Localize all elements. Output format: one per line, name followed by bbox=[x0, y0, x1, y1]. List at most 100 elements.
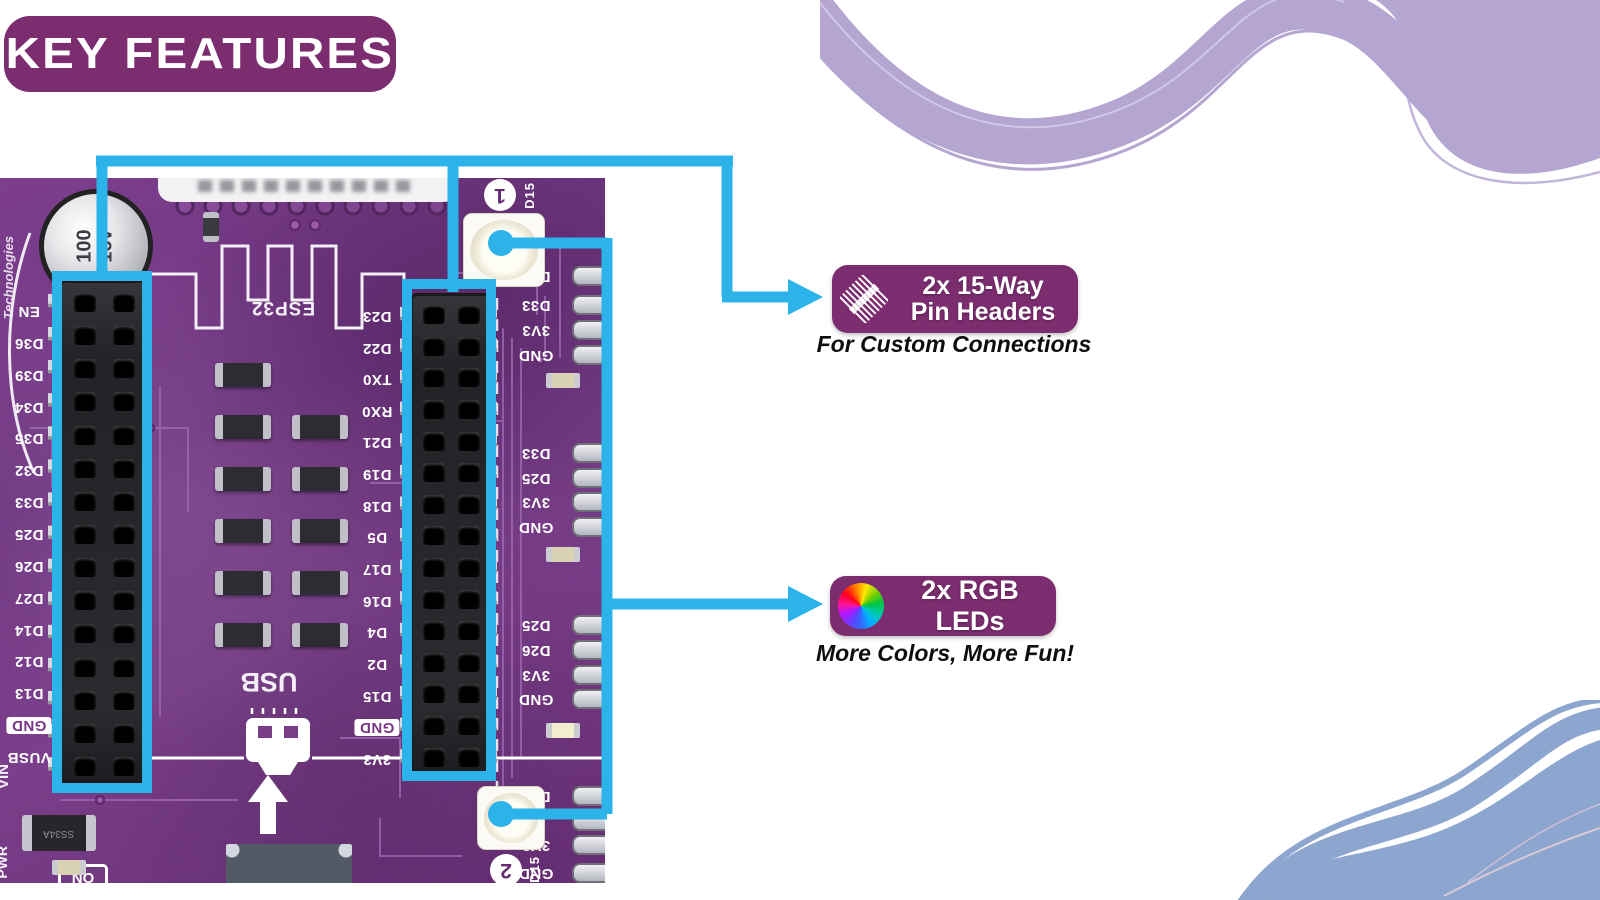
edge-pad-label: GND bbox=[518, 347, 554, 364]
pin-label: D27 bbox=[14, 590, 44, 607]
rgb-led-1 bbox=[463, 213, 545, 287]
edge-solder-pad bbox=[572, 468, 605, 488]
smd-component bbox=[215, 571, 271, 595]
ss34a-diode: SS34A bbox=[22, 815, 96, 851]
pin-hole bbox=[458, 652, 481, 672]
pin-hole bbox=[73, 591, 96, 611]
key-features-banner: KEY FEATURES bbox=[4, 16, 396, 92]
right-pin-header bbox=[413, 296, 490, 776]
pin-hole bbox=[112, 723, 135, 743]
capacitor-marking: 100 16v bbox=[74, 229, 117, 263]
edge-pad-label: D25 bbox=[521, 470, 551, 487]
rgb-led-2 bbox=[477, 786, 545, 850]
pin-hole bbox=[112, 524, 135, 544]
pin-hole bbox=[73, 359, 96, 379]
pin-hole bbox=[422, 747, 445, 767]
pin-headers-line2: Pin Headers bbox=[910, 298, 1056, 326]
smd-resistor bbox=[52, 860, 86, 875]
smd-component bbox=[292, 571, 348, 595]
rgb-leds-badge: 2x RGB LEDs bbox=[830, 575, 1056, 636]
rgb-leds-label: 2x RGB LEDs bbox=[921, 575, 1019, 636]
pin-hole bbox=[112, 624, 135, 644]
pin-hole bbox=[458, 368, 481, 388]
edge-pad-label: D26 bbox=[521, 642, 551, 659]
edge-pad-label: D33 bbox=[521, 297, 551, 314]
led-2-ref: D15 bbox=[527, 856, 542, 883]
pin-hole bbox=[458, 494, 481, 514]
pin-hole bbox=[458, 558, 481, 578]
pin-label: D15 bbox=[362, 688, 392, 705]
pin-label: D4 bbox=[366, 624, 388, 641]
smd-component bbox=[215, 519, 271, 543]
pin-label: D18 bbox=[362, 498, 392, 515]
top-right-wave-decoration bbox=[820, 0, 1600, 185]
rgb-leds-subtitle: More Colors, More Fun! bbox=[815, 640, 1075, 666]
esp32-label: ESP32 bbox=[250, 297, 316, 318]
pin-hole bbox=[112, 657, 135, 677]
pin-hole bbox=[458, 589, 481, 609]
usb-label: USB bbox=[240, 667, 298, 697]
edge-solder-pad bbox=[572, 492, 605, 512]
edge-solder-pad bbox=[572, 615, 605, 635]
smd-component bbox=[215, 415, 271, 439]
pin-hole bbox=[73, 425, 96, 445]
pin-hole bbox=[73, 657, 96, 677]
pin-hole bbox=[73, 756, 96, 776]
edge-solder-pad bbox=[572, 640, 605, 660]
pin-hole bbox=[458, 621, 481, 641]
edge-solder-pad bbox=[572, 345, 605, 365]
edge-pad-label: 3V3 bbox=[521, 667, 551, 684]
pin-label: D26 bbox=[14, 558, 44, 575]
pin-hole bbox=[112, 392, 135, 412]
pin-label: D17 bbox=[362, 561, 392, 578]
pin-label: 3V3 bbox=[362, 751, 392, 768]
edge-solder-pad bbox=[572, 689, 605, 709]
led-1-number: 1 bbox=[484, 179, 516, 211]
edge-solder-pad bbox=[572, 517, 605, 537]
pin-headers-badge: 2x 15-Way Pin Headers bbox=[832, 265, 1078, 333]
pin-hole bbox=[73, 392, 96, 412]
pin-label: GND bbox=[6, 717, 52, 734]
pin-hole bbox=[458, 400, 481, 420]
pin-hole bbox=[422, 716, 445, 736]
pin-hole bbox=[422, 336, 445, 356]
pin-label: D12 bbox=[14, 653, 44, 670]
smd-component bbox=[215, 363, 271, 387]
pin-label: D22 bbox=[362, 340, 392, 357]
pin-label: RX0 bbox=[361, 403, 393, 420]
technologies-label: Technologies bbox=[1, 236, 16, 320]
smd-component bbox=[292, 467, 348, 491]
pin-hole bbox=[112, 293, 135, 313]
pin-label: D36 bbox=[14, 335, 44, 352]
pin-label: D32 bbox=[14, 462, 44, 479]
pin-label: TX0 bbox=[362, 371, 392, 388]
pin-hole bbox=[73, 524, 96, 544]
pin-hole bbox=[458, 684, 481, 704]
edge-solder-pad bbox=[572, 266, 605, 286]
edge-pad-label: GND bbox=[518, 691, 554, 708]
pin-hole bbox=[112, 591, 135, 611]
pin-hole bbox=[422, 431, 445, 451]
edge-solder-pad bbox=[572, 443, 605, 463]
pin-label: D14 bbox=[14, 622, 44, 639]
pin-hole bbox=[112, 491, 135, 511]
pin-hole bbox=[422, 305, 445, 325]
smd-component bbox=[215, 467, 271, 491]
pin-hole bbox=[422, 463, 445, 483]
pin-hole bbox=[422, 589, 445, 609]
pin-label: D33 bbox=[14, 494, 44, 511]
pin-hole bbox=[422, 400, 445, 420]
pin-hole bbox=[73, 491, 96, 511]
pin-hole bbox=[112, 425, 135, 445]
smd-component bbox=[215, 623, 271, 647]
pin-hole bbox=[422, 684, 445, 704]
usb-connector-icon bbox=[246, 708, 310, 775]
edge-solder-pad bbox=[572, 665, 605, 685]
smd-component bbox=[546, 723, 580, 738]
pin-hole bbox=[112, 359, 135, 379]
edge-pad-label: GND bbox=[518, 519, 554, 536]
pin-label: D5 bbox=[366, 529, 388, 546]
edge-pad-label: 3V3 bbox=[521, 322, 551, 339]
pin-hole bbox=[73, 624, 96, 644]
edge-pad-label: D33 bbox=[521, 445, 551, 462]
